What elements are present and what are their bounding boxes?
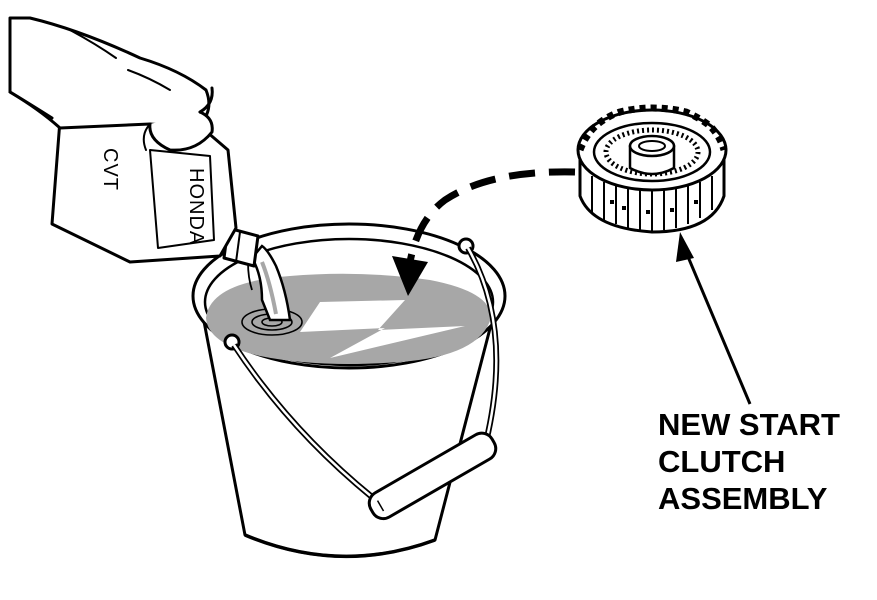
- bucket-handle: [223, 237, 500, 500]
- clutch-drum-splines: [591, 176, 713, 231]
- callout-label: NEW START CLUTCH ASSEMBLY: [658, 407, 840, 516]
- clutch-spring: [603, 127, 701, 177]
- callout-line-1: NEW START: [658, 407, 840, 442]
- bucket: [191, 222, 507, 559]
- hand-finger-2: [198, 86, 214, 114]
- callout-leader-arrowhead: [676, 232, 694, 262]
- bottle-product-text: CVT: [99, 148, 121, 191]
- fluid-bottle: [50, 116, 260, 268]
- bottle-brand-text: HONDA: [185, 168, 207, 245]
- callout-line-2: CLUTCH: [658, 444, 785, 479]
- bucket-bottom-lip: [244, 533, 436, 559]
- dashed-arrow-head: [392, 256, 428, 296]
- start-clutch-assembly: [576, 104, 728, 234]
- callout-line-3: ASSEMBLY: [658, 481, 828, 516]
- hand-thumb: [142, 123, 151, 151]
- hand-finger-1: [148, 110, 214, 152]
- callout-leader: [676, 232, 752, 405]
- fluid-reflection: [300, 300, 465, 358]
- hand: [8, 16, 214, 152]
- clutch-teeth: [576, 104, 728, 152]
- handle-grip: [367, 431, 498, 521]
- dashed-arrow: [392, 168, 576, 296]
- dashed-arrow-path: [406, 168, 576, 263]
